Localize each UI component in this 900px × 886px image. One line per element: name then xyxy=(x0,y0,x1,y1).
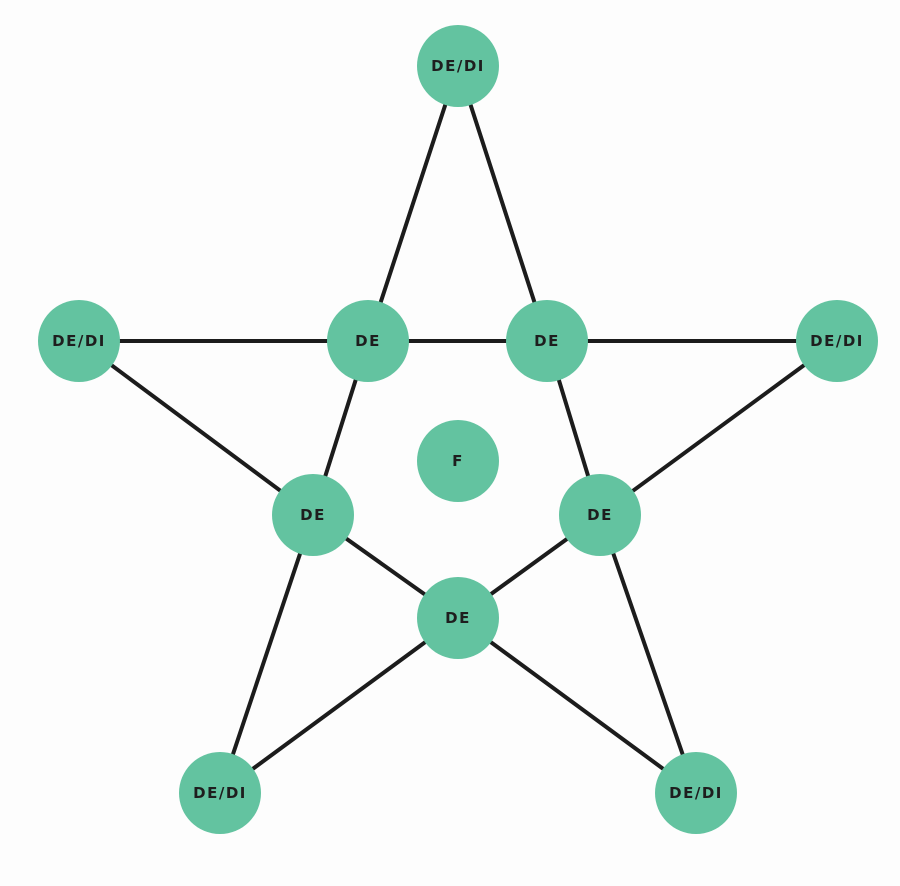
edge-inner-bottom-to-bottom-right xyxy=(456,616,698,795)
node-label: DE xyxy=(534,332,560,350)
node-bottom-right: DE/DI xyxy=(655,752,737,834)
node-left: DE/DI xyxy=(38,300,120,382)
nodes-layer: DE/DI DE/DI DE/DI DE/DI DE/DI DE DE DE DE DE F xyxy=(38,25,878,834)
node-circle xyxy=(417,25,499,107)
node-circle xyxy=(417,577,499,659)
edge-inner-lower-right-to-bottom-right xyxy=(598,513,698,795)
edge-top-to-inner-upper-right xyxy=(456,64,549,343)
node-inner-bottom: DE xyxy=(417,577,499,659)
node-label: DE xyxy=(445,609,471,627)
node-circle xyxy=(417,420,499,502)
node-label: DE/DI xyxy=(810,332,864,350)
node-right: DE/DI xyxy=(796,300,878,382)
node-label: DE/DI xyxy=(431,57,485,75)
node-circle xyxy=(506,300,588,382)
node-circle xyxy=(179,752,261,834)
edge-top-to-inner-upper-left xyxy=(366,64,460,343)
node-label: F xyxy=(452,452,464,470)
node-center: F xyxy=(417,420,499,502)
node-label: DE/DI xyxy=(669,784,723,802)
edge-left-to-inner-lower-left xyxy=(77,339,315,517)
edge-inner-lower-left-to-bottom-left xyxy=(218,513,315,795)
node-inner-upper-left: DE xyxy=(327,300,409,382)
node-circle xyxy=(559,474,641,556)
node-inner-lower-right: DE xyxy=(559,474,641,556)
node-inner-upper-right: DE xyxy=(506,300,588,382)
node-label: DE xyxy=(355,332,381,350)
node-label: DE xyxy=(300,506,326,524)
node-label: DE xyxy=(587,506,613,524)
node-circle xyxy=(327,300,409,382)
edge-right-to-inner-lower-right xyxy=(598,339,839,517)
node-bottom-left: DE/DI xyxy=(179,752,261,834)
node-label: DE/DI xyxy=(193,784,247,802)
edge-inner-bottom-to-bottom-left xyxy=(218,616,460,795)
node-circle xyxy=(796,300,878,382)
node-inner-lower-left: DE xyxy=(272,474,354,556)
node-top: DE/DI xyxy=(417,25,499,107)
node-circle xyxy=(38,300,120,382)
node-label: DE/DI xyxy=(52,332,106,350)
node-circle xyxy=(655,752,737,834)
node-circle xyxy=(272,474,354,556)
